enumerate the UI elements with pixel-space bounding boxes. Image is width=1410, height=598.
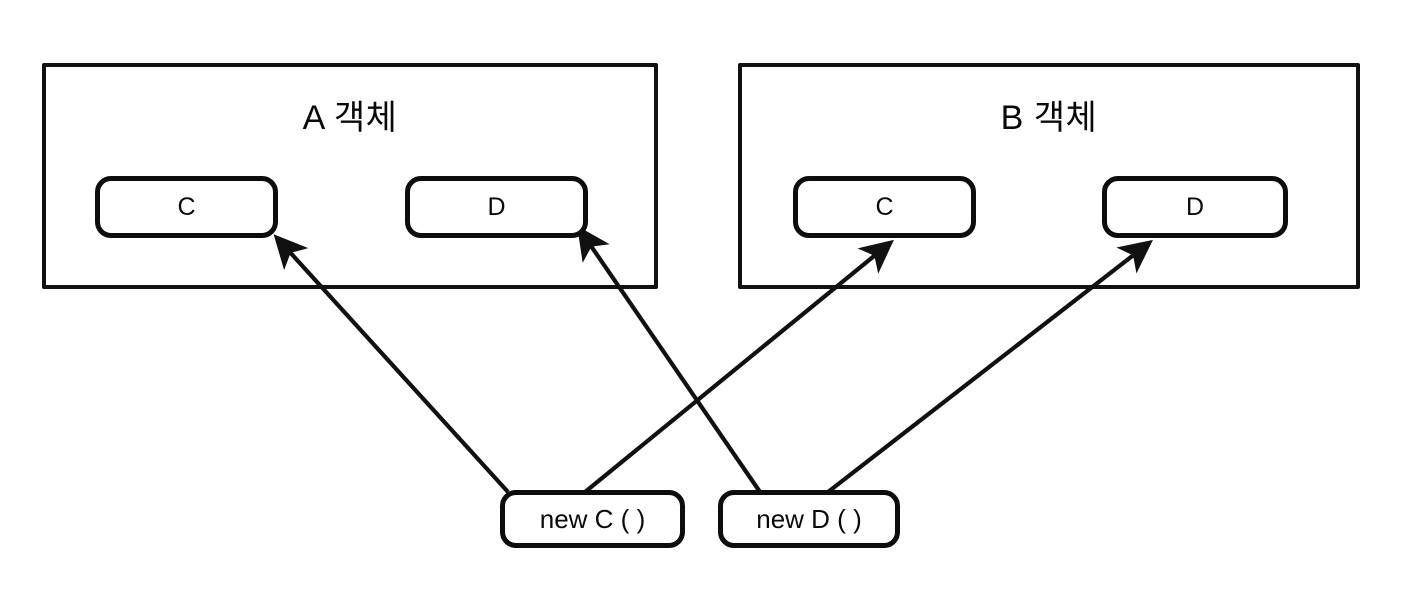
member-box-a-c[interactable]: C (95, 176, 278, 238)
member-box-a-c-label: C (177, 192, 196, 221)
member-box-a-d-label: D (487, 192, 506, 221)
panel-b-title: B 객체 (1000, 99, 1098, 137)
instance-box-new-d-label: new D ( ) (756, 503, 862, 534)
instance-box-new-c-label: new C ( ) (539, 503, 646, 534)
panel-a-title: A 객체 (302, 99, 398, 137)
object-panel-a: A 객체 (42, 63, 658, 289)
member-box-b-c[interactable]: C (793, 176, 976, 238)
instance-box-new-d[interactable]: new D ( ) (718, 490, 900, 548)
member-box-b-d[interactable]: D (1102, 176, 1288, 238)
object-panel-b: B 객체 (738, 63, 1360, 289)
member-box-b-c-label: C (875, 192, 894, 221)
instance-box-new-c[interactable]: new C ( ) (500, 490, 685, 548)
member-box-a-d[interactable]: D (405, 176, 588, 238)
member-box-b-d-label: D (1185, 192, 1205, 221)
